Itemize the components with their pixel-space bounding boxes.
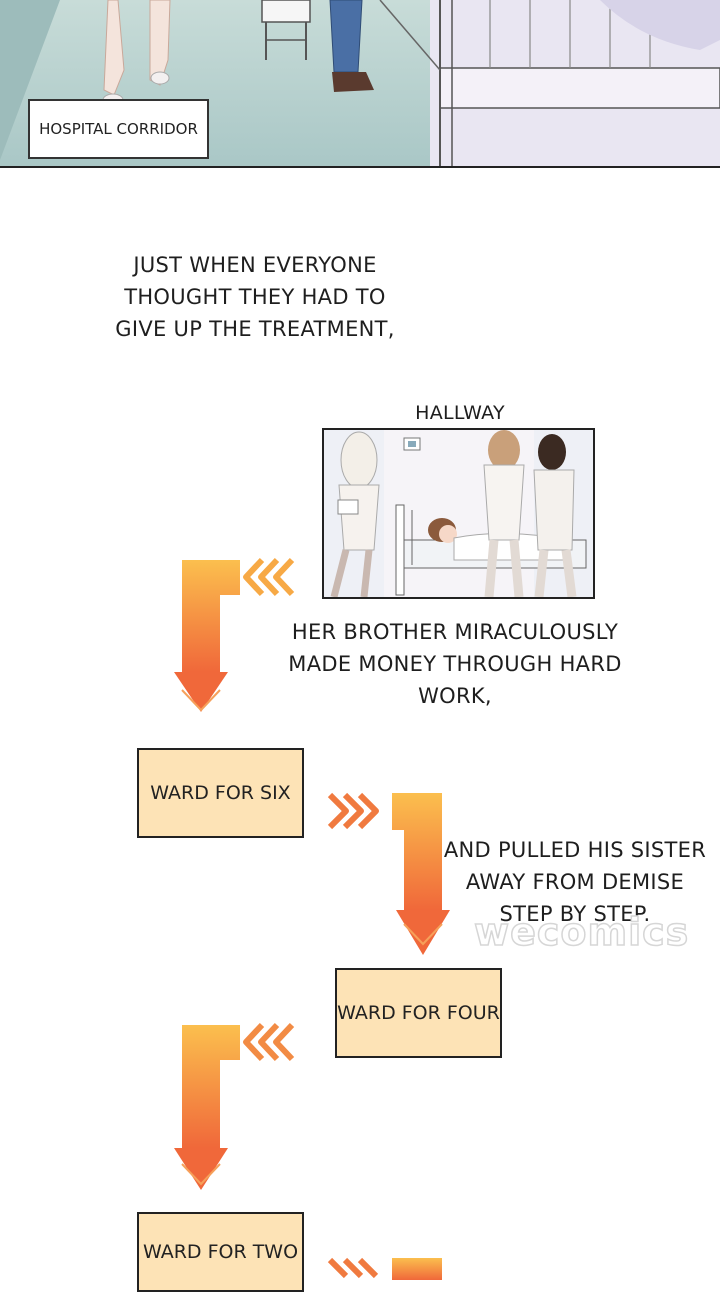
ward-box-two: WARD FOR TWO bbox=[137, 1212, 304, 1292]
hospital-corridor-panel: HOSPITAL CORRIDOR bbox=[0, 0, 720, 168]
hallway-panel bbox=[322, 428, 595, 599]
ward-box-four: WARD FOR FOUR bbox=[335, 968, 502, 1058]
narration-line: AWAY FROM DEMISE bbox=[465, 870, 685, 894]
narration-sister: AND PULLED HIS SISTER AWAY FROM DEMISE S… bbox=[440, 834, 710, 930]
wecomics-watermark: wecomics bbox=[473, 909, 690, 955]
narration-treatment: JUST WHEN EVERYONE THOUGHT THEY HAD TO G… bbox=[90, 249, 420, 345]
flow-arrow-3 bbox=[174, 1022, 295, 1190]
narration-line: AND PULLED HIS SISTER bbox=[443, 838, 707, 862]
corridor-illustration bbox=[0, 0, 720, 168]
narration-brother: HER BROTHER MIRACULOUSLY MADE MONEY THRO… bbox=[270, 616, 640, 712]
narration-line: HER BROTHER MIRACULOUSLY bbox=[291, 620, 619, 644]
narration-line: STEP BY STEP. bbox=[499, 902, 651, 926]
narration-line: GIVE UP THE TREATMENT, bbox=[115, 317, 395, 341]
narration-line: MADE MONEY THROUGH HARD bbox=[288, 652, 622, 676]
flow-arrow-2 bbox=[327, 792, 450, 955]
location-label-hospital-corridor: HOSPITAL CORRIDOR bbox=[28, 99, 209, 159]
ward-box-six: WARD FOR SIX bbox=[137, 748, 304, 838]
narration-line: JUST WHEN EVERYONE bbox=[133, 253, 377, 277]
narration-line: WORK, bbox=[418, 684, 492, 708]
hallway-illustration bbox=[324, 430, 593, 597]
flow-arrow-4 bbox=[327, 1257, 442, 1280]
narration-line: THOUGHT THEY HAD TO bbox=[124, 285, 386, 309]
hallway-label: HALLWAY bbox=[415, 402, 505, 424]
